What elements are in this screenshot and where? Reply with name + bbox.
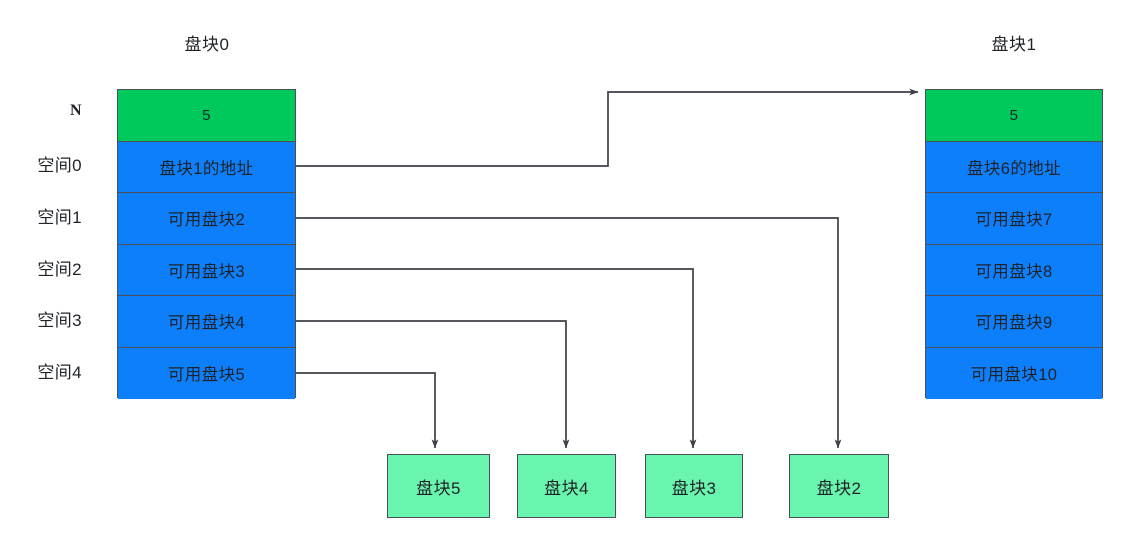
leaf-block-3: 盘块3 (645, 454, 743, 518)
side-label-n: N (70, 102, 82, 119)
left-row-space-1: 可用盘块2 (118, 193, 295, 245)
arrow-space0-to-block1 (296, 88, 919, 167)
left-row-space-4: 可用盘块5 (118, 347, 295, 399)
side-label-space-4: 空间4 (37, 363, 82, 382)
right-table: 5 盘块6的地址 可用盘块7 可用盘块8 可用盘块9 可用盘块10 (925, 89, 1103, 399)
leaf-block-5: 盘块5 (387, 454, 490, 518)
side-label-space-0: 空间0 (37, 156, 82, 175)
right-row-space-0: 盘块6的地址 (926, 141, 1102, 193)
leaf-block-2: 盘块2 (789, 454, 889, 518)
right-row-space-4: 可用盘块10 (926, 347, 1102, 399)
right-row-n: 5 (926, 90, 1102, 142)
side-label-space-2: 空间2 (37, 260, 82, 279)
arrow-space4-to-block5 (296, 372, 439, 449)
arrow-space1-to-block2 (296, 217, 842, 449)
left-row-space-0: 盘块1的地址 (118, 141, 295, 193)
side-label-space-1: 空间1 (37, 208, 82, 227)
right-row-space-3: 可用盘块9 (926, 296, 1102, 348)
right-table-title: 盘块1 (991, 35, 1037, 54)
left-table: 5 盘块1的地址 可用盘块2 可用盘块3 可用盘块4 可用盘块5 (117, 89, 296, 399)
leaf-block-4: 盘块4 (517, 454, 616, 518)
right-row-space-1: 可用盘块7 (926, 193, 1102, 245)
arrow-space3-to-block4 (296, 320, 570, 449)
left-row-n: 5 (118, 90, 295, 142)
side-label-space-3: 空间3 (37, 311, 82, 330)
left-table-title: 盘块0 (184, 35, 230, 54)
left-row-space-3: 可用盘块4 (118, 296, 295, 348)
right-row-space-2: 可用盘块8 (926, 244, 1102, 296)
left-row-space-2: 可用盘块3 (118, 244, 295, 296)
arrow-space2-to-block3 (296, 268, 697, 449)
